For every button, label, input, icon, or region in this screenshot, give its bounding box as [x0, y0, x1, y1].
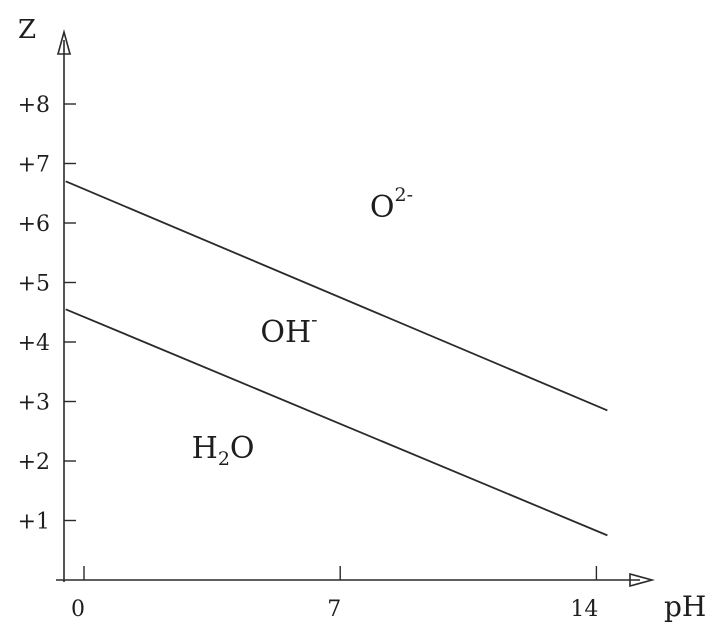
- y-tick-label: +6: [18, 212, 50, 237]
- y-axis-label: Z: [18, 15, 36, 45]
- x-axis-label: pH: [664, 590, 706, 623]
- region-label: O2-: [370, 184, 413, 225]
- region-label-base: O: [370, 190, 395, 225]
- y-tick-label: +1: [18, 510, 50, 535]
- region-label-superscript: 2-: [394, 184, 413, 206]
- region-label-end: O: [230, 431, 255, 466]
- y-tick-label: +7: [18, 153, 50, 178]
- y-tick-label: +5: [18, 272, 50, 297]
- boundary-line-oh-o2: [65, 180, 608, 412]
- y-axis-arrow: [56, 28, 72, 55]
- region-label: H2O: [192, 431, 255, 470]
- x-axis-arrow: [629, 572, 656, 588]
- region-labels: O2-OH-H2O: [192, 184, 413, 470]
- y-tick-label: +3: [18, 391, 50, 416]
- y-tick-label: +4: [18, 331, 50, 356]
- y-tick-label: +8: [18, 93, 50, 118]
- region-label-superscript: -: [311, 309, 317, 331]
- boundary-lines: [65, 180, 608, 537]
- region-label-base: H: [192, 431, 218, 466]
- boundary-line-h2o-oh: [65, 308, 608, 537]
- region-label: OH-: [260, 309, 317, 350]
- y-tick-label: +2: [18, 450, 50, 475]
- ticks: 0 7 14 +1 +2 +3 +4 +5 +6 +7 +8: [18, 93, 599, 622]
- x-tick-label: 7: [327, 597, 341, 622]
- axes: [56, 28, 656, 588]
- x-tick-label: 14: [570, 597, 598, 622]
- x-tick-label: 0: [71, 597, 85, 622]
- region-label-subscript: 2: [218, 448, 230, 470]
- region-label-base: OH: [260, 315, 311, 350]
